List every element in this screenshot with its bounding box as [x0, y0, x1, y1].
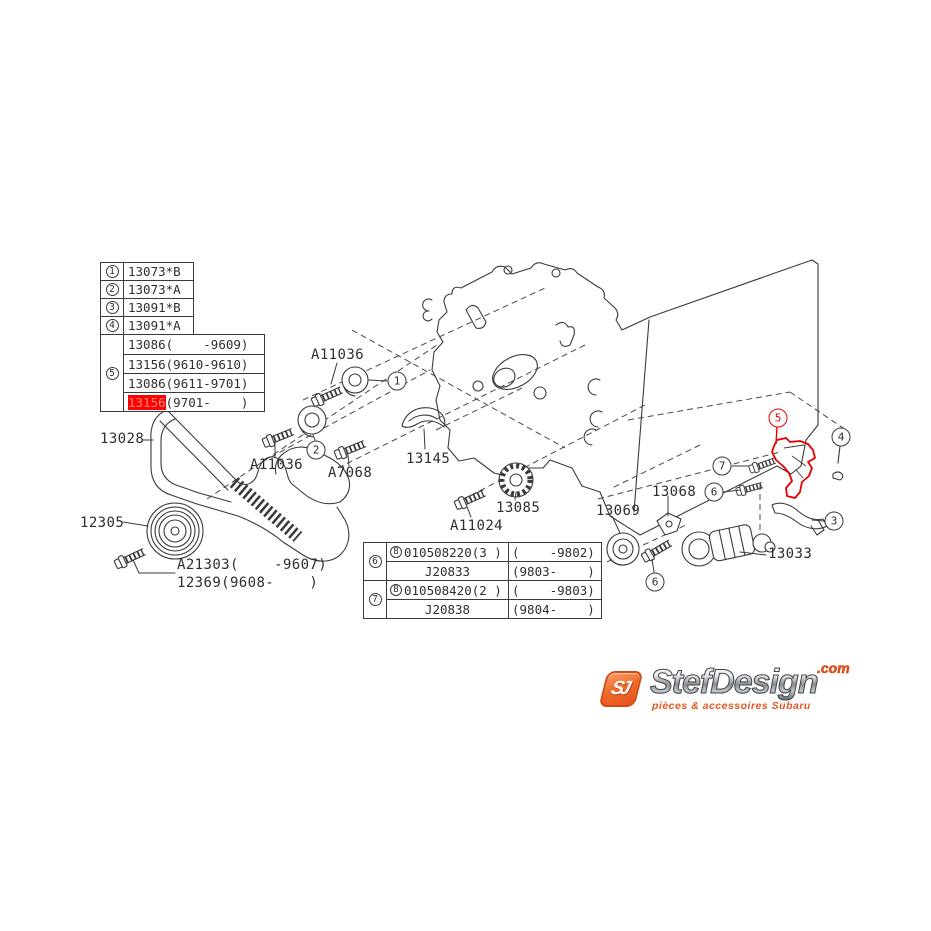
part-number: J20833: [387, 562, 509, 580]
clip-part: [832, 445, 844, 481]
logo-monogram: SJ: [608, 678, 630, 699]
part-label-belt-tensioner: 13033: [768, 546, 813, 562]
part-label-crank-pulley: 12305: [80, 515, 125, 531]
circled-b-prefix: B: [390, 584, 402, 596]
table-row: 2 13073*A: [100, 280, 194, 299]
part-number: 13073*A: [128, 282, 181, 297]
part-range: ( -9609): [165, 337, 249, 352]
callout-4: 4: [831, 427, 851, 447]
belt-tensioner: [681, 524, 776, 567]
part-label-timing-belt: 13028: [100, 431, 145, 447]
idler-bolt-upper: [310, 385, 343, 409]
highlighted-bracket-detail: [783, 444, 807, 479]
crank-pulley: [146, 502, 204, 560]
logo-name: StefDesign: [650, 663, 820, 702]
callout-6: 6: [704, 482, 724, 502]
part-label-belt-guide: 13145: [406, 451, 451, 467]
part-label-crank-bolt-early: A21303( -9607): [177, 557, 328, 573]
part-range: (9610-9610): [165, 356, 249, 372]
circled-number: 6: [368, 555, 382, 568]
bolt-7: [748, 456, 776, 475]
part-range: ( -9802): [512, 544, 595, 560]
circled-number: 3: [105, 301, 119, 314]
part-range: (9804- ): [512, 601, 595, 617]
part-label-cogged-idler: 13085: [496, 500, 541, 516]
table-row: J20833 (9803- ): [387, 561, 601, 580]
table-row: 1 13073*B: [100, 262, 194, 281]
part-number: J20838: [387, 600, 509, 618]
table-row: J20838 (9804- ): [387, 599, 601, 618]
circled-number: 7: [368, 593, 382, 606]
table-row: 3 13091*B: [100, 298, 194, 317]
table-row: 4 13091*A: [100, 316, 194, 335]
idler-bolt-lower: [261, 426, 294, 449]
timing-belt: [150, 409, 351, 562]
table-group-5: 5 13086( -9609) 13156(9610-9610) 13086(9…: [100, 334, 265, 412]
part-number: 13073*B: [128, 264, 181, 279]
callout-1: 1: [387, 371, 407, 391]
small-bracket: [656, 512, 682, 536]
part-label-crank-bolt-late: 12369(9608- ): [177, 575, 319, 591]
tensioner-bolt: [333, 438, 366, 461]
part-number: 13156: [128, 356, 166, 372]
circled-number: 4: [105, 319, 119, 332]
bolt-6-mid: [735, 480, 763, 497]
part-label-idler-bolt-lower: A11036: [250, 457, 303, 473]
part-number: 13086: [128, 337, 166, 352]
part-range: (9803- ): [512, 563, 595, 579]
part-number: 13091*B: [128, 300, 181, 315]
crank-bolt: [113, 546, 146, 570]
part-label-idler-bolt-upper: A11036: [311, 347, 364, 363]
part-label-bracket: 13068: [652, 484, 697, 500]
engine-block-outline: [422, 259, 819, 536]
construction-lines: [206, 287, 847, 563]
logo-icon: SJ: [598, 671, 644, 707]
circled-number: 5: [105, 366, 119, 380]
logo-tld: .com: [817, 660, 850, 677]
callout-7: 7: [712, 456, 732, 476]
part-range: (9701- ): [165, 394, 249, 410]
part-label-tensioner-bolt: A7068: [328, 465, 373, 481]
part-label-idler-pulley: 13069: [596, 503, 641, 519]
part-range: ( -9803): [512, 582, 595, 598]
idler-pulley-right: [606, 532, 640, 566]
part-number: 010508220(3 ): [404, 544, 502, 560]
part-number: 13086: [128, 375, 166, 391]
circled-b-prefix: B: [390, 546, 402, 558]
table-row: 13086(9611-9701): [124, 373, 264, 392]
part-number: 010508420(2 ): [404, 582, 502, 598]
part-number-highlighted: 13156: [128, 394, 166, 410]
part-label-idler-bolt-center: A11024: [450, 518, 503, 534]
table-row: 13156(9610-9610): [124, 354, 264, 373]
part-number: 13091*A: [128, 318, 181, 333]
part-range: (9611-9701): [165, 375, 249, 391]
table-row-highlighted: 13156(9701- ): [124, 392, 264, 411]
circled-number: 1: [105, 265, 119, 278]
idler-pulley-2: [297, 405, 327, 438]
belt-guide: [401, 407, 446, 428]
circled-number: 2: [105, 283, 119, 296]
leader-lines: [122, 362, 825, 574]
callout-3: 3: [824, 511, 844, 531]
bolt-6-lower: [640, 538, 673, 564]
parts-table: 1 13073*B 2 13073*A 3 13091*B 4 13091*A …: [100, 262, 265, 412]
callout-5-highlighted: 5: [768, 408, 788, 428]
idler-bolt-center: [453, 488, 486, 512]
callout-6b: 6: [645, 572, 665, 592]
callout-2: 2: [306, 440, 326, 460]
idler-pulley-1: [341, 366, 369, 397]
highlighted-bracket: [771, 426, 816, 499]
logo: SJ StefDesign .com pièces & accessoires …: [598, 658, 890, 728]
bracket-arm: [771, 502, 828, 536]
logo-tagline: pièces & accessoires Subaru: [652, 700, 811, 712]
table-row: 13086( -9609): [124, 335, 264, 354]
cogged-idler: [498, 462, 534, 498]
